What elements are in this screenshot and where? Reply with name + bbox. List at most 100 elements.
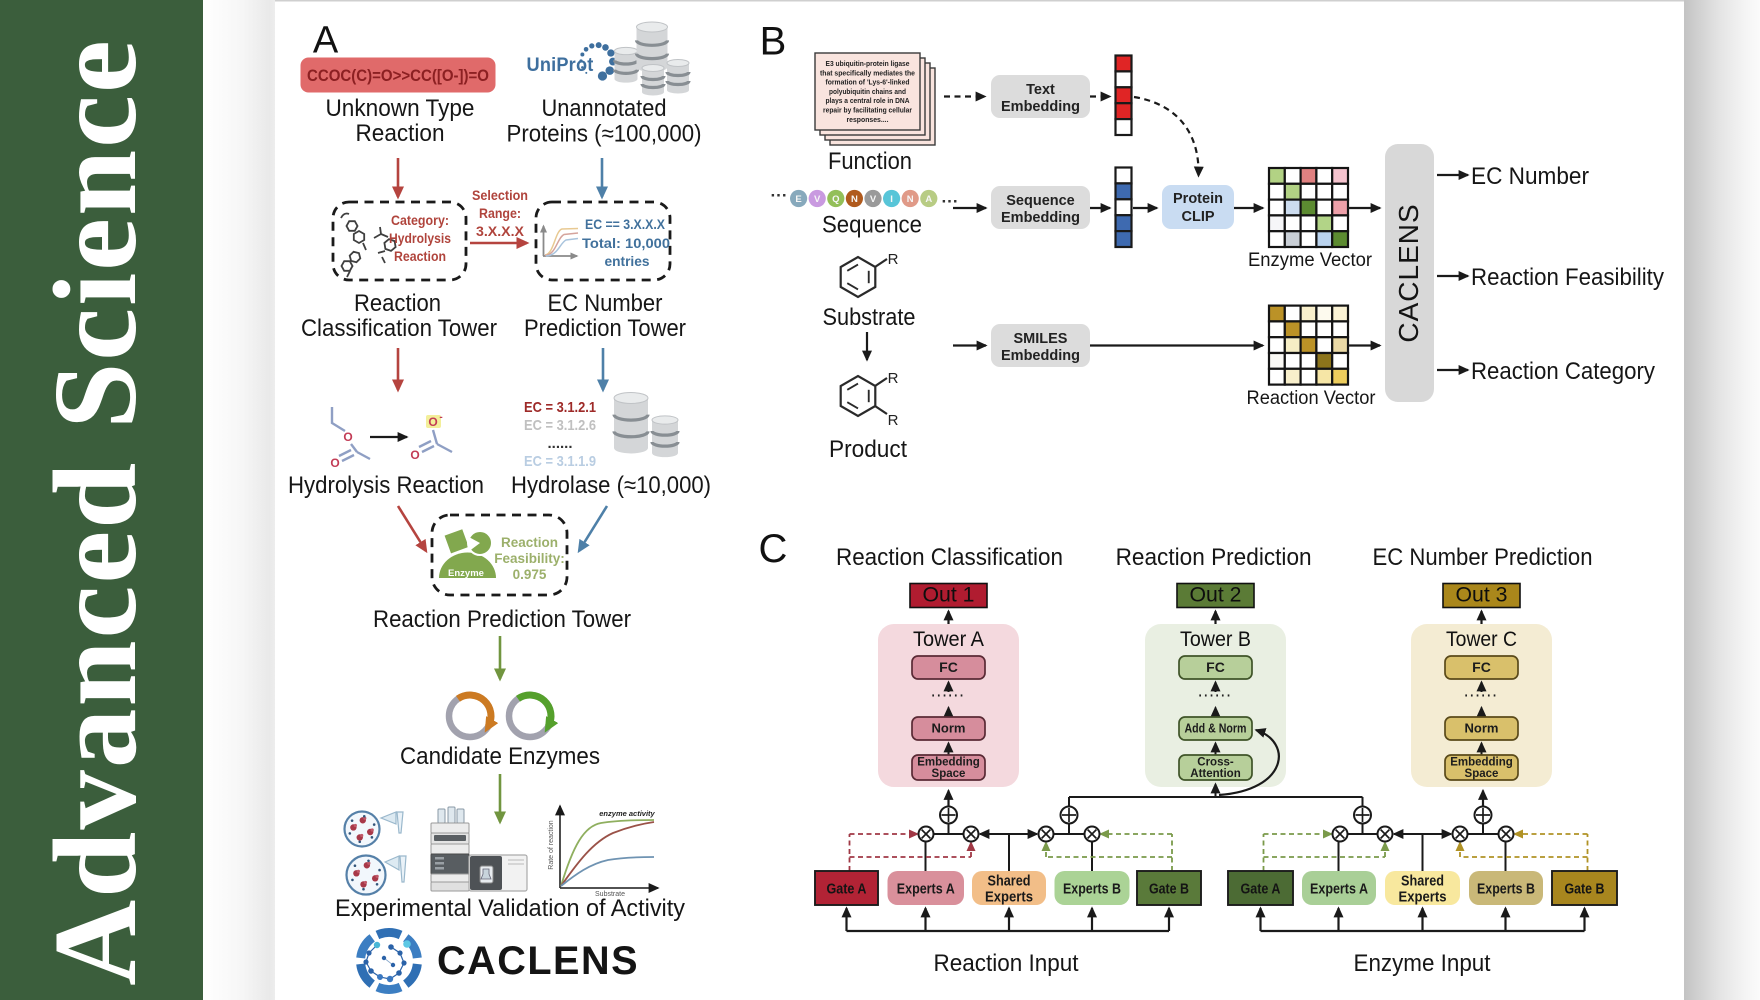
svg-text:Hydrolysis: Hydrolysis bbox=[389, 231, 451, 246]
svg-text:Unknown Type: Unknown Type bbox=[326, 95, 475, 122]
svg-text:Function: Function bbox=[828, 148, 912, 175]
svg-text:Experimental Validation of Act: Experimental Validation of Activity bbox=[335, 895, 685, 922]
svg-text:formation of 'Lys-6'-linked: formation of 'Lys-6'-linked bbox=[826, 78, 910, 87]
svg-text:Out 1: Out 1 bbox=[923, 584, 975, 607]
svg-text:E3 ubiquitin-protein ligase: E3 ubiquitin-protein ligase bbox=[826, 59, 910, 68]
svg-text:Enzyme Input: Enzyme Input bbox=[1354, 950, 1491, 977]
svg-text:Embedding: Embedding bbox=[1001, 348, 1080, 364]
svg-text:V: V bbox=[814, 194, 821, 205]
svg-text:Reaction Vector: Reaction Vector bbox=[1247, 388, 1377, 409]
svg-text:Norm: Norm bbox=[932, 721, 966, 736]
svg-text:······: ······ bbox=[932, 687, 966, 703]
svg-text:Rate of reaction: Rate of reaction bbox=[548, 820, 555, 870]
svg-text:Space: Space bbox=[1465, 768, 1499, 780]
svg-text:enzyme activity: enzyme activity bbox=[599, 809, 655, 818]
svg-text:Reaction: Reaction bbox=[394, 249, 446, 264]
svg-text:Reaction: Reaction bbox=[354, 290, 441, 317]
svg-text:FC: FC bbox=[939, 659, 958, 675]
svg-text:Reaction Input: Reaction Input bbox=[934, 950, 1079, 977]
svg-text:Experts B: Experts B bbox=[1063, 882, 1121, 898]
svg-text:CACLENS: CACLENS bbox=[1393, 203, 1424, 342]
svg-text:Gate B: Gate B bbox=[1565, 882, 1605, 898]
svg-text:Sequence: Sequence bbox=[822, 212, 922, 239]
svg-text:EC = 3.1.2.6: EC = 3.1.2.6 bbox=[524, 417, 596, 434]
svg-text:Embedding: Embedding bbox=[917, 757, 980, 769]
svg-text:Cross-: Cross- bbox=[1197, 757, 1234, 769]
svg-text:O: O bbox=[428, 415, 437, 429]
svg-text:Text: Text bbox=[1026, 82, 1055, 98]
svg-text:that specifically mediates the: that specifically mediates the bbox=[820, 68, 915, 77]
svg-text:EC Number Prediction: EC Number Prediction bbox=[1373, 544, 1593, 571]
svg-text:UniProt: UniProt bbox=[527, 54, 594, 76]
svg-text:Reaction Feasibility: Reaction Feasibility bbox=[1471, 264, 1664, 291]
svg-text:Product: Product bbox=[829, 436, 907, 463]
svg-text:CACLENS: CACLENS bbox=[437, 939, 639, 983]
svg-text:O: O bbox=[330, 456, 339, 470]
svg-text:O: O bbox=[343, 430, 352, 444]
svg-text:Add & Norm: Add & Norm bbox=[1185, 721, 1247, 736]
svg-text:Enzyme Vector: Enzyme Vector bbox=[1248, 250, 1373, 271]
svg-text:Tower A: Tower A bbox=[913, 628, 984, 651]
svg-text:Experts: Experts bbox=[985, 890, 1033, 906]
svg-text:R: R bbox=[888, 412, 899, 429]
svg-text:N: N bbox=[907, 194, 914, 205]
svg-text:entries: entries bbox=[605, 253, 650, 269]
svg-text:Hydrolysis Reaction: Hydrolysis Reaction bbox=[288, 472, 484, 499]
svg-text:···: ··· bbox=[942, 192, 959, 211]
svg-text:Protein: Protein bbox=[1173, 191, 1223, 207]
svg-text:......: ...... bbox=[547, 435, 572, 452]
svg-text:Range:: Range: bbox=[479, 205, 521, 221]
svg-text:CLIP: CLIP bbox=[1181, 209, 1214, 225]
svg-text:EC = 3.1.2.1: EC = 3.1.2.1 bbox=[524, 399, 596, 416]
svg-text:0.975: 0.975 bbox=[513, 567, 547, 582]
svg-text:V: V bbox=[870, 194, 877, 205]
svg-text:Reaction: Reaction bbox=[501, 535, 558, 550]
svg-text:···: ··· bbox=[771, 186, 788, 205]
svg-text:Total: 10,000: Total: 10,000 bbox=[582, 235, 670, 251]
svg-text:Reaction Classification: Reaction Classification bbox=[836, 544, 1063, 571]
svg-text:N: N bbox=[851, 194, 858, 205]
svg-text:Enzyme: Enzyme bbox=[448, 568, 484, 579]
svg-text:Shared: Shared bbox=[988, 874, 1031, 890]
svg-text:FC: FC bbox=[1472, 659, 1491, 675]
svg-text:SMILES: SMILES bbox=[1014, 331, 1068, 347]
svg-text:R: R bbox=[888, 251, 899, 268]
svg-text:plays a central role in DNA: plays a central role in DNA bbox=[826, 96, 910, 105]
svg-text:Gate A: Gate A bbox=[827, 882, 867, 898]
svg-text:Experts B: Experts B bbox=[1477, 882, 1535, 898]
svg-text:Proteins (≈100,000): Proteins (≈100,000) bbox=[507, 121, 702, 148]
svg-text:Gate A: Gate A bbox=[1241, 882, 1281, 898]
svg-text:Embedding: Embedding bbox=[1001, 99, 1080, 115]
svg-text:Tower C: Tower C bbox=[1446, 628, 1517, 651]
svg-text:Reaction: Reaction bbox=[356, 120, 445, 147]
svg-text:Out 2: Out 2 bbox=[1190, 584, 1242, 607]
svg-text:······: ······ bbox=[1465, 687, 1499, 703]
svg-text:EC Number: EC Number bbox=[1471, 163, 1589, 190]
svg-text:Substrate: Substrate bbox=[823, 304, 916, 331]
svg-text:Shared: Shared bbox=[1401, 874, 1444, 890]
svg-text:Experts A: Experts A bbox=[897, 882, 955, 898]
svg-text:Advanced Science: Advanced Science bbox=[29, 38, 161, 986]
svg-text:FC: FC bbox=[1206, 659, 1225, 675]
svg-text:E: E bbox=[795, 194, 801, 205]
svg-text:I: I bbox=[890, 194, 893, 205]
svg-text:Substrate: Substrate bbox=[595, 891, 625, 898]
svg-text:Feasibility:: Feasibility: bbox=[494, 551, 565, 566]
svg-text:Experts A: Experts A bbox=[1310, 882, 1368, 898]
svg-text:-: - bbox=[439, 412, 442, 423]
svg-text:Q: Q bbox=[832, 194, 839, 205]
svg-text:R: R bbox=[888, 370, 899, 387]
svg-text:CCOC(C)=O>>CC([O-])=O: CCOC(C)=O>>CC([O-])=O bbox=[307, 67, 489, 85]
svg-text:O: O bbox=[410, 448, 419, 462]
svg-text:Attention: Attention bbox=[1190, 768, 1240, 780]
svg-text:Space: Space bbox=[932, 768, 966, 780]
svg-text:Embedding: Embedding bbox=[1001, 210, 1080, 226]
svg-text:Selection: Selection bbox=[472, 187, 528, 203]
svg-text:Reaction Prediction Tower: Reaction Prediction Tower bbox=[373, 606, 631, 633]
svg-text:A: A bbox=[313, 20, 339, 62]
svg-text:Experts: Experts bbox=[1399, 890, 1447, 906]
svg-text:3.X.X.X: 3.X.X.X bbox=[476, 223, 525, 239]
svg-text:Reaction Prediction: Reaction Prediction bbox=[1116, 544, 1312, 571]
svg-text:Prediction Tower: Prediction Tower bbox=[524, 315, 686, 342]
svg-text:Gate B: Gate B bbox=[1149, 882, 1189, 898]
